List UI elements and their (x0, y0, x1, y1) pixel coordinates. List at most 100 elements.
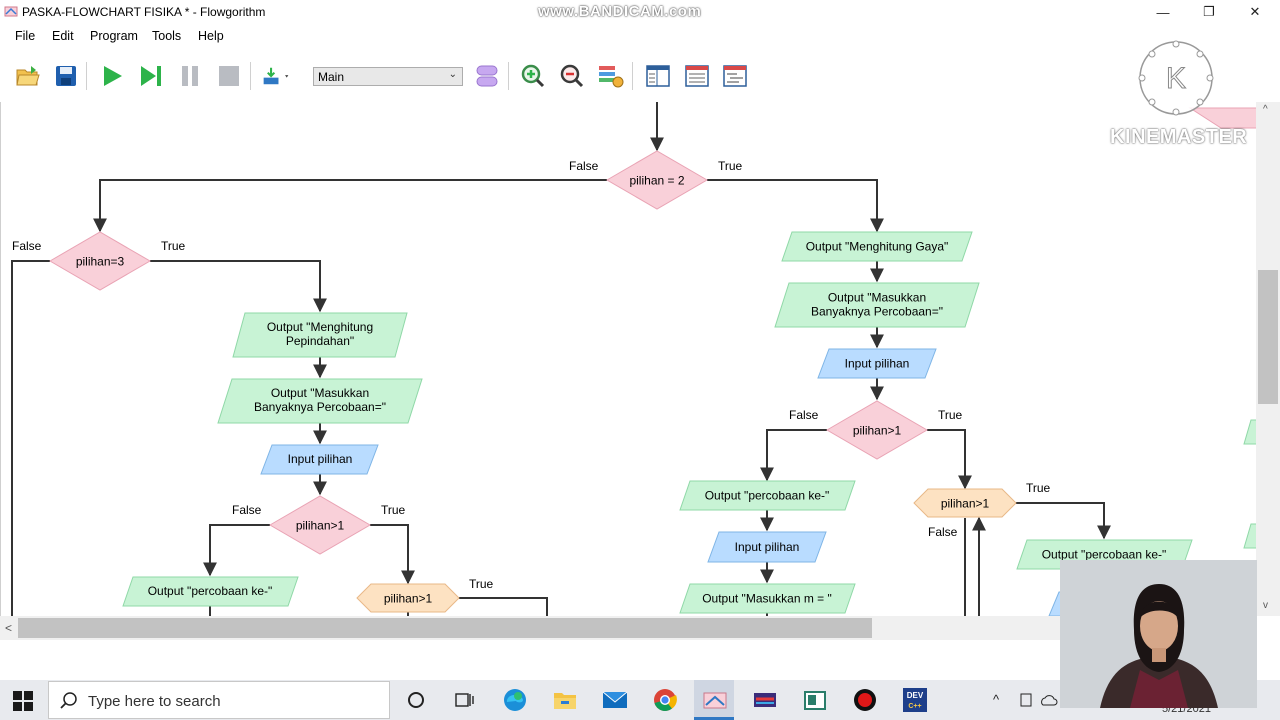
input-pilihan-right[interactable]: Input pilihan (817, 348, 937, 379)
loop-text: pilihan>1 (384, 592, 433, 606)
task-view-icon[interactable] (449, 686, 479, 714)
save-icon[interactable] (52, 62, 80, 90)
output-menghitung-gaya[interactable]: Output "Menghitung Gaya" (781, 231, 973, 262)
title-bar (0, 0, 1280, 24)
scroll-down-icon[interactable]: v (1263, 600, 1268, 611)
input-pilihan-left[interactable]: Input pilihan (260, 444, 379, 475)
output-menghitung-pepindahan[interactable]: Output "Menghitung Pepindahan" (232, 312, 408, 358)
edge-icon[interactable] (500, 686, 530, 714)
scroll-up-icon[interactable]: ^ (1263, 104, 1268, 115)
offscreen-shape (1243, 419, 1257, 445)
source-view-icon[interactable] (721, 62, 749, 90)
scroll-left-icon[interactable]: < (5, 621, 13, 635)
variable-watch-icon[interactable] (644, 62, 672, 90)
loop-pilihan-gt1-left[interactable]: pilihan>1 (356, 583, 460, 613)
decision-pilihan-gt1-right[interactable]: pilihan>1 (826, 400, 928, 460)
decision-text: pilihan=3 (76, 255, 125, 269)
onedrive-icon[interactable] (1040, 692, 1058, 708)
minimize-button[interactable]: — (1156, 4, 1170, 20)
offscreen-shape (1243, 523, 1257, 549)
zoom-out-icon[interactable] (558, 62, 586, 90)
menu-tools[interactable]: Tools (152, 29, 182, 43)
flowgorithm-app-icon (4, 6, 18, 17)
loop-pilihan-gt1-right[interactable]: pilihan>1 (913, 488, 1017, 518)
decision-pilihan-gt1-left[interactable]: pilihan>1 (269, 495, 371, 555)
active-app-indicator (694, 717, 734, 720)
taskbar-search-input[interactable] (48, 681, 390, 719)
menu-help[interactable]: Help (198, 29, 224, 43)
zoom-in-icon[interactable] (519, 62, 547, 90)
output-text: Banyaknya Percobaan=" (811, 305, 943, 319)
flowchart-diagram: pilihan = 2 pilihan=3 pilihan>1 pilihan>… (11, 102, 1257, 616)
file-explorer-icon[interactable] (550, 686, 580, 714)
input-text: Input pilihan (735, 540, 800, 554)
speed-icon[interactable] (262, 62, 290, 90)
menu-file[interactable]: File (15, 29, 36, 43)
webcam-overlay (1060, 560, 1257, 708)
output-text: Banyaknya Percobaan=" (254, 400, 386, 414)
menu-bar (0, 24, 1280, 50)
input-text: Input pilihan (845, 357, 910, 371)
branch-label-false: False (569, 159, 599, 173)
branch-label-false: False (12, 239, 42, 253)
input-text: Input pilihan (288, 452, 353, 466)
close-button[interactable]: ✕ (1249, 4, 1261, 19)
open-icon[interactable] (14, 62, 42, 90)
decision-pilihan-3[interactable]: pilihan=3 (49, 231, 151, 291)
cortana-icon[interactable] (401, 686, 431, 714)
output-masukkan-m[interactable]: Output "Masukkan m = " (679, 583, 856, 614)
branch-label-false: False (232, 503, 262, 517)
flowchart-canvas[interactable]: pilihan = 2 pilihan=3 pilihan>1 pilihan>… (0, 102, 1257, 616)
decision-text: pilihan>1 (296, 519, 345, 533)
game-icon[interactable] (750, 686, 780, 714)
tray-chevron-icon[interactable]: ^ (993, 692, 1000, 707)
windows-start-icon[interactable] (12, 690, 34, 712)
output-text: Output "Menghitung Gaya" (806, 240, 949, 254)
kinemaster-watermark: KINEMASTER (1110, 126, 1248, 148)
layout-icon[interactable] (473, 62, 501, 90)
maximize-button[interactable]: ❐ (1203, 4, 1215, 19)
decision-text: pilihan = 2 (629, 174, 684, 188)
chrome-icon[interactable] (650, 686, 680, 714)
decision-text: pilihan>1 (853, 424, 902, 438)
horizontal-scroll-thumb[interactable] (18, 618, 872, 638)
pause-icon[interactable] (176, 62, 204, 90)
search-placeholder: Type here to search (88, 693, 221, 710)
svg-text:K: K (1166, 62, 1186, 95)
branch-label-true: True (469, 577, 494, 591)
tray-device-icon[interactable] (1018, 692, 1034, 708)
output-masukkan-banyaknya-left[interactable]: Output "Masukkan Banyaknya Percobaan=" (217, 378, 423, 424)
flowgorithm-icon[interactable] (700, 686, 730, 714)
branch-label-false: False (789, 408, 819, 422)
vertical-scroll-thumb[interactable] (1258, 270, 1278, 404)
decision-pilihan-2[interactable]: pilihan = 2 (606, 150, 708, 210)
output-percobaan-ke-right[interactable]: Output "percobaan ke-" (679, 480, 856, 511)
console-icon[interactable] (683, 62, 711, 90)
branch-label-true: True (381, 503, 406, 517)
toolbar-separator (250, 62, 251, 90)
output-masukkan-banyaknya-right[interactable]: Output "Masukkan Banyaknya Percobaan=" (774, 282, 980, 328)
search-icon (60, 692, 77, 709)
window-title: PASKA-FLOWCHART FISIKA * - Flowgorithm (22, 5, 266, 19)
function-select[interactable]: Main ⌄ (313, 67, 463, 86)
function-select-value: Main (318, 70, 345, 84)
layout-style-icon[interactable] (597, 62, 625, 90)
menu-program[interactable]: Program (90, 29, 138, 43)
run-icon[interactable] (98, 62, 126, 90)
output-percobaan-ke-left[interactable]: Output "percobaan ke-" (122, 576, 299, 607)
notepad-icon[interactable] (800, 686, 830, 714)
input-pilihan-right-2[interactable]: Input pilihan (707, 531, 827, 563)
output-text: Output "Masukkan (828, 291, 926, 305)
mail-icon[interactable] (600, 686, 630, 714)
output-text: Output "Masukkan m = " (702, 592, 832, 606)
stop-icon[interactable] (215, 62, 243, 90)
recorder-icon[interactable] (850, 686, 880, 714)
output-text: Output "percobaan ke-" (148, 584, 273, 598)
loop-text: pilihan>1 (941, 497, 990, 511)
step-icon[interactable] (137, 62, 165, 90)
output-text: Output "Masukkan (271, 386, 369, 400)
menu-edit[interactable]: Edit (52, 29, 74, 43)
bandicam-watermark: www.BANDICAM.com (538, 3, 702, 20)
output-text: Pepindahan" (286, 334, 354, 348)
